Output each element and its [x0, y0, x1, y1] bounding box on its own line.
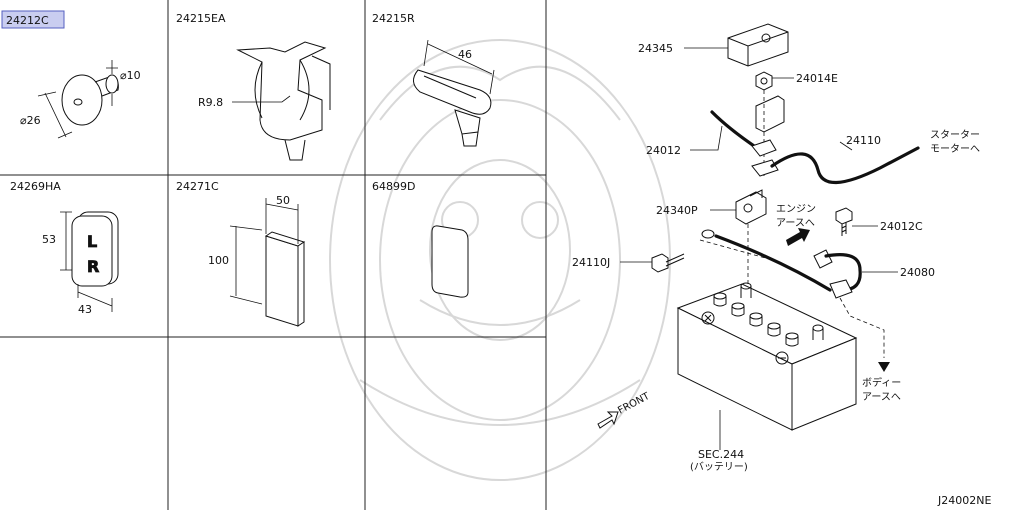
pad-icon [264, 231, 306, 327]
lr-plug-icon: L R [71, 211, 119, 287]
dim-radius: R9.8 [198, 96, 223, 109]
cell-24215r[interactable]: 24215R 46 [372, 12, 495, 147]
note-engine-2: アースへ [776, 218, 815, 229]
terminal-cover-icon[interactable] [727, 23, 789, 67]
cable-24110[interactable] [770, 146, 920, 185]
band-clip-icon [413, 69, 492, 147]
part-number: 24215R [372, 12, 415, 25]
plug-letter-l: L [87, 232, 97, 251]
grommet-icon [61, 74, 119, 126]
callout-24110j: 24110J [572, 256, 610, 269]
note-starter-2: モーターへ [930, 143, 980, 155]
cell-64899d[interactable]: 64899D [372, 180, 469, 298]
part-number: 24269HA [10, 180, 61, 193]
seal-icon [431, 225, 469, 298]
note-engine-1: エンジン [776, 204, 816, 215]
part-number: 64899D [372, 180, 415, 193]
part-number: 24212C [6, 14, 49, 27]
note-sec-2: (バッテリー) [690, 461, 748, 473]
terminal-icon [755, 95, 785, 133]
note-body-1: ボディー [862, 376, 901, 389]
front-arrow-icon [597, 411, 619, 429]
clip-icon [236, 41, 331, 161]
cable-24080-main[interactable] [714, 234, 832, 292]
battery-diagram: 24345 24014E 24012 24110 スターター モーターへ 243… [572, 23, 980, 473]
dim-diameter-small: ⌀10 [120, 69, 141, 82]
plug-letter-r: R [87, 257, 99, 276]
ground-arrow-icon [878, 362, 890, 372]
callout-24080: 24080 [900, 266, 935, 279]
cable-24080-loop[interactable] [824, 253, 862, 292]
callout-24345: 24345 [638, 42, 673, 55]
cell-24271c[interactable]: 24271C 50 100 [176, 180, 306, 327]
note-starter-1: スターター [930, 129, 980, 141]
parts-grid [0, 0, 547, 510]
dim-height: 100 [208, 254, 229, 267]
note-body-2: アースへ [862, 392, 901, 403]
callout-24012c: 24012C [880, 220, 923, 233]
terminal-clamp-icon[interactable] [735, 189, 767, 225]
arrow-icon [786, 228, 810, 246]
nut-icon[interactable] [755, 71, 773, 91]
callout-24014e: 24014E [796, 72, 838, 85]
part-number: 24271C [176, 180, 219, 193]
cell-24269ha[interactable]: 24269HA L R 53 43 [10, 180, 119, 316]
cell-24212c[interactable]: 24212C ⌀10 ⌀26 [1, 10, 141, 139]
callout-24012: 24012 [646, 144, 681, 157]
dim-width: 50 [276, 194, 290, 207]
callout-24110: 24110 [846, 134, 881, 147]
cell-24215ea[interactable]: 24215EA R9.8 [176, 12, 331, 161]
bolt-icon[interactable] [835, 207, 853, 236]
part-number: 24215EA [176, 12, 226, 25]
dim-width: 43 [78, 303, 92, 316]
note-sec-1: SEC.244 [698, 448, 744, 461]
bolt-small-icon[interactable] [651, 253, 685, 273]
dim-diameter-large: ⌀26 [20, 114, 41, 127]
dim-height: 53 [42, 233, 56, 246]
figure-code: J24002NE [937, 494, 991, 507]
dim-length: 46 [458, 48, 472, 61]
battery-icon[interactable] [676, 282, 858, 431]
callout-24340p: 24340P [656, 204, 698, 217]
ring-terminal-icon [701, 229, 715, 239]
highlight-box [1, 10, 65, 29]
